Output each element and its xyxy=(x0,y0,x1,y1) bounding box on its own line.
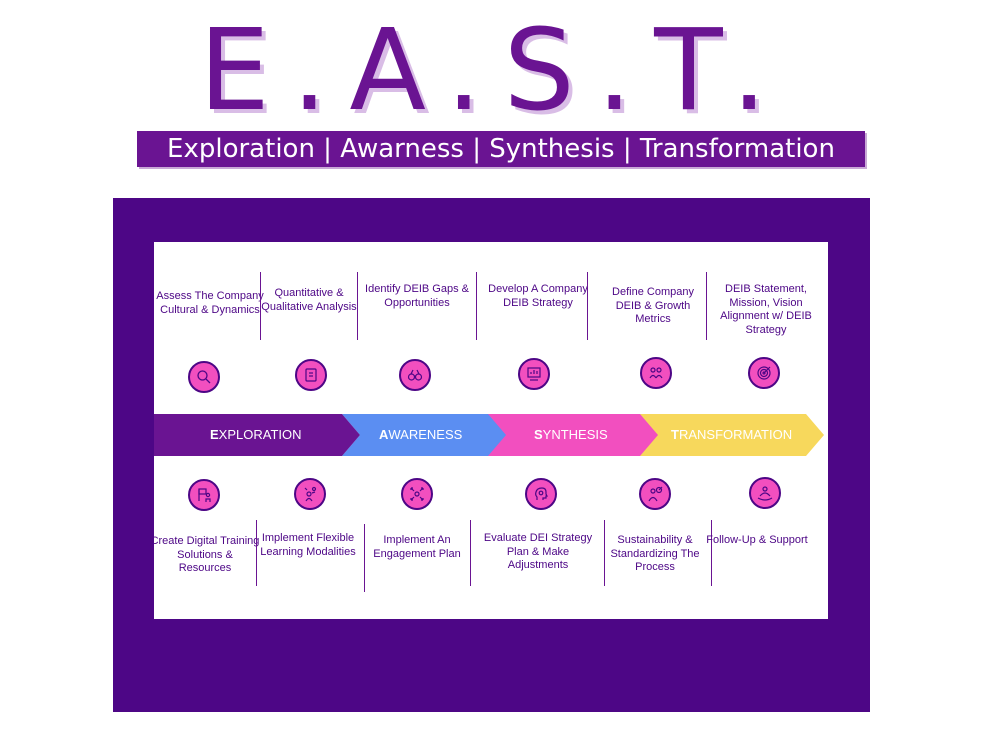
phase-label-awareness: AWARENESS xyxy=(379,414,462,456)
step-flexible-learning: Implement Flexible Learning Modalities xyxy=(260,532,356,558)
step-divider xyxy=(587,272,588,340)
step-follow-up: Follow-Up & Support xyxy=(706,534,808,546)
step-divider xyxy=(256,520,257,586)
phase-rest: WARENESS xyxy=(388,427,463,442)
step-divider xyxy=(364,524,365,592)
head-gears-icon xyxy=(525,478,557,510)
document-icon xyxy=(295,359,327,391)
step-divider xyxy=(470,520,471,586)
step-divider xyxy=(260,272,261,340)
phase-initial: T xyxy=(671,427,679,442)
phase-initial: A xyxy=(379,427,389,442)
step-statement-alignment: DEIB Statement, Mission, Vision Alignmen… xyxy=(720,283,812,336)
engagement-network-icon xyxy=(401,478,433,510)
phase-rest: YNTHESIS xyxy=(542,427,608,442)
phase-rest: XPLORATION xyxy=(218,427,302,442)
person-target-icon xyxy=(639,478,671,510)
step-identify-gaps: Identify DEIB Gaps & Opportunities xyxy=(365,283,469,309)
title-text: E.A.S.T. xyxy=(199,8,789,120)
learner-ideas-icon xyxy=(294,478,326,510)
presenter-icon xyxy=(188,479,220,511)
phase-band xyxy=(154,414,828,456)
step-divider xyxy=(711,520,712,586)
step-divider xyxy=(357,272,358,340)
step-divider xyxy=(476,272,477,340)
binoculars-icon xyxy=(399,359,431,391)
phase-rest: RANSFORMATION xyxy=(678,427,793,442)
people-growth-icon xyxy=(640,357,672,389)
phase-label-transformation: TRANSFORMATION xyxy=(671,414,792,456)
phase-initial: S xyxy=(534,427,543,442)
target-icon xyxy=(748,357,780,389)
step-divider xyxy=(604,520,605,586)
title-shadow: E.A.S.T. xyxy=(203,10,793,120)
strategy-board-icon xyxy=(518,358,550,390)
phase-label-exploration: EXPLORATION xyxy=(210,414,302,456)
phase-arrow-transformation xyxy=(638,414,824,456)
magnifier-icon xyxy=(188,361,220,393)
main-title: E.A.S.T. E.A.S.T. xyxy=(0,8,1000,120)
support-person-icon xyxy=(749,477,781,509)
step-sustainability: Sustainability & Standardizing The Proce… xyxy=(610,534,700,573)
phase-initial: E xyxy=(210,427,219,442)
phase-arrow-exploration xyxy=(154,414,360,456)
phase-arrow-awareness xyxy=(342,414,506,456)
step-digital-training: Create Digital Training Solutions & Reso… xyxy=(150,535,260,574)
step-evaluate-strategy: Evaluate DEI Strategy Plan & Make Adjust… xyxy=(483,532,593,571)
subtitle-bar: Exploration | Awarness | Synthesis | Tra… xyxy=(137,131,865,167)
phase-label-synthesis: SYNTHESIS xyxy=(534,414,608,456)
step-assess-culture: Assess The Company Cultural & Dynamics xyxy=(156,290,264,316)
step-divider xyxy=(706,272,707,340)
step-develop-strategy: Develop A Company DEIB Strategy xyxy=(488,283,588,309)
step-analysis: Quantitative & Qualitative Analysis xyxy=(261,287,357,313)
step-define-metrics: Define Company DEIB & Growth Metrics xyxy=(612,286,694,325)
phase-arrow-synthesis xyxy=(486,414,658,456)
step-engagement-plan: Implement An Engagement Plan xyxy=(373,534,461,560)
